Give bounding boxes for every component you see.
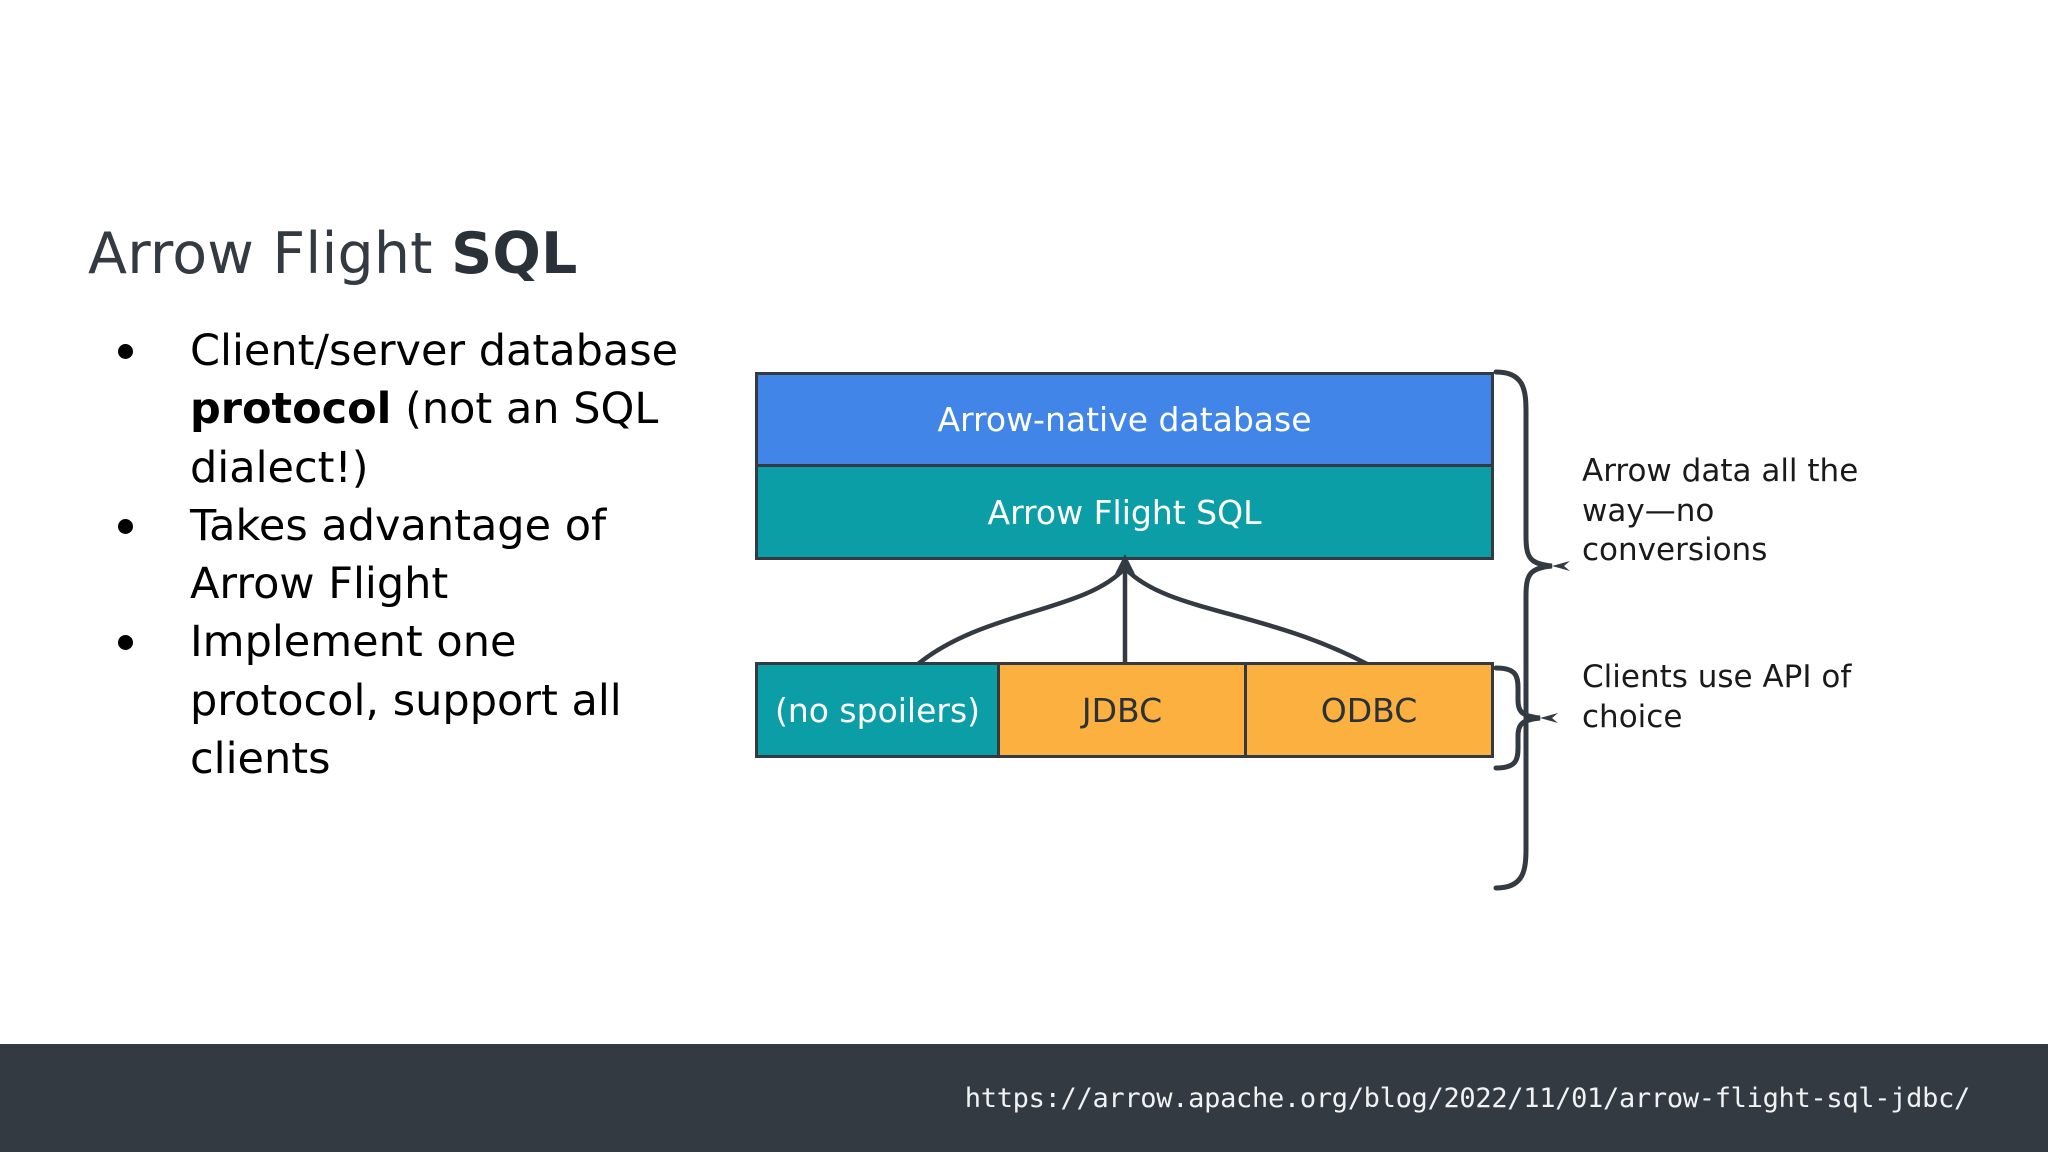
list-item: Takes advantage of Arrow Flight [98, 497, 698, 614]
connector-lines [915, 554, 1370, 667]
bullet-dot-icon [118, 518, 133, 534]
diagram-cell-odbc: ODBC [1247, 665, 1491, 755]
architecture-diagram: Arrow-native database Arrow Flight SQL (… [755, 372, 1500, 762]
annotation-clients-use-api: Clients use API of choice [1582, 659, 1852, 735]
bullet-text-prefix: Implement one protocol, support all clie… [190, 617, 622, 784]
brace-lower-icon [1493, 665, 1541, 771]
list-item: Client/server database protocol (not an … [98, 322, 698, 497]
brace-group [1493, 369, 1570, 891]
page-title-emphasis: SQL [451, 221, 578, 288]
brace-upper-icon [1493, 369, 1553, 891]
diagram-cell-jdbc: JDBC [1000, 665, 1247, 755]
diagram-client-row: (no spoilers) JDBC ODBC [755, 662, 1494, 758]
brace-lower-arrow-icon [1540, 713, 1558, 723]
diagram-box-arrow-flight-sql: Arrow Flight SQL [755, 464, 1494, 560]
bullet-dot-icon [118, 635, 133, 651]
page-title: Arrow Flight SQL [88, 223, 578, 286]
bullet-text-prefix: Takes advantage of Arrow Flight [190, 500, 607, 609]
footer-bar: https://arrow.apache.org/blog/2022/11/01… [0, 1044, 2048, 1152]
diagram-cell-label: ODBC [1320, 690, 1418, 730]
bullet-list: Client/server database protocol (not an … [98, 322, 698, 788]
diagram-cell-no-spoilers: (no spoilers) [758, 665, 1000, 755]
bullet-text-prefix: Client/server database [190, 326, 679, 376]
diagram-cell-label: JDBC [1081, 690, 1163, 730]
page-title-prefix: Arrow Flight [88, 221, 452, 288]
diagram-cell-label: (no spoilers) [774, 690, 981, 730]
diagram-box-label: Arrow Flight SQL [987, 492, 1262, 532]
diagram-box-arrow-native-database: Arrow-native database [755, 372, 1494, 467]
bullet-dot-icon [118, 344, 133, 359]
brace-upper-arrow-icon [1552, 561, 1570, 571]
list-item: Implement one protocol, support all clie… [98, 613, 698, 788]
diagram-box-label: Arrow-native database [937, 400, 1312, 439]
annotation-arrow-data-all-the-way: Arrow data all the way—no conversions [1582, 453, 1859, 569]
footer-source-url[interactable]: https://arrow.apache.org/blog/2022/11/01… [964, 1082, 1971, 1114]
bullet-text-suffix: (not an SQL dialect!) [190, 384, 659, 493]
bullet-text-emphasis: protocol [190, 384, 392, 435]
